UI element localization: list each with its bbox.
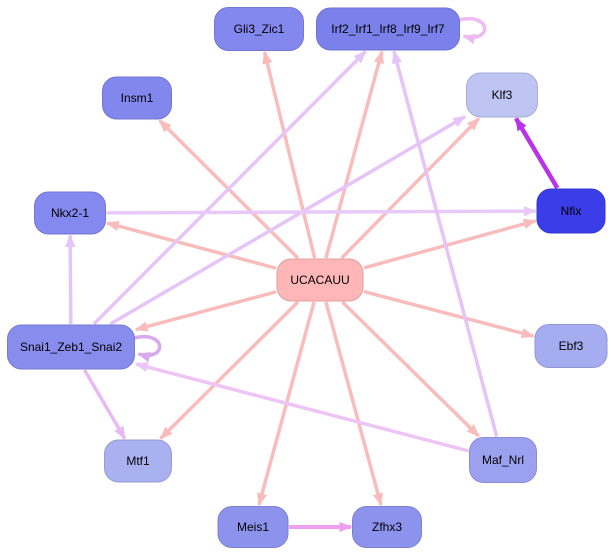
edge-nfix-to-klf3[interactable] [514, 117, 560, 190]
edge-irf-to-irf-self-loop[interactable] [458, 16, 487, 45]
node-nkx2_1[interactable]: Nkx2-1 [34, 191, 106, 235]
node-maf_nrl[interactable]: Maf_Nrl [469, 437, 537, 483]
node-ebf3[interactable]: Ebf3 [534, 324, 608, 368]
edge-ucacauu-to-nkx2_1[interactable] [105, 220, 277, 270]
node-shape-snai[interactable] [7, 324, 135, 370]
edge-ucacauu-to-irf[interactable] [324, 50, 384, 259]
edge-layer [65, 16, 560, 533]
edge-snai-to-klf3[interactable] [109, 115, 467, 326]
node-meis1[interactable]: Meis1 [217, 506, 289, 548]
edge-ucacauu-to-gli3_zic1[interactable] [262, 50, 317, 259]
edge-snai-to-mtf1[interactable] [83, 369, 127, 440]
edge-nkx2_1-to-nfix[interactable] [106, 205, 537, 217]
edge-maf_nrl-to-irf[interactable] [391, 50, 499, 437]
node-snai[interactable]: Snai1_Zeb1_Snai2 [7, 324, 135, 370]
edge-maf_nrl-to-snai[interactable] [134, 361, 469, 453]
node-shape-klf3[interactable] [466, 72, 538, 118]
node-shape-nfix[interactable] [536, 188, 606, 234]
node-shape-gli3_zic1[interactable] [214, 7, 304, 51]
node-shape-nkx2_1[interactable] [34, 191, 106, 235]
edge-ucacauu-to-nfix[interactable] [363, 218, 537, 270]
node-klf3[interactable]: Klf3 [466, 72, 538, 118]
node-shape-maf_nrl[interactable] [469, 437, 537, 483]
node-shape-zfhx3[interactable] [352, 506, 422, 548]
edge-ucacauu-to-snai[interactable] [134, 290, 277, 332]
node-gli3_zic1[interactable]: Gli3_Zic1 [214, 7, 304, 51]
node-ucacauu[interactable]: UCACAUU [276, 258, 364, 302]
node-shape-insm1[interactable] [102, 76, 172, 120]
node-shape-ucacauu[interactable] [276, 258, 364, 302]
node-shape-mtf1[interactable] [104, 439, 172, 483]
node-shape-ebf3[interactable] [534, 324, 608, 368]
edge-ucacauu-to-ebf3[interactable] [363, 289, 535, 339]
edge-ucacauu-to-klf3[interactable] [340, 117, 481, 260]
edge-snai-to-nkx2_1[interactable] [65, 234, 76, 325]
node-irf[interactable]: Irf2_Irf1_Irf8_Irf9_Irf7 [316, 7, 460, 51]
node-shape-meis1[interactable] [217, 506, 289, 548]
edge-snai-to-irf[interactable] [92, 50, 367, 326]
edge-ucacauu-to-maf_nrl[interactable] [341, 300, 480, 438]
edge-ucacauu-to-zfhx3[interactable] [324, 301, 383, 507]
edge-ucacauu-to-mtf1[interactable] [159, 300, 300, 440]
node-shape-irf[interactable] [316, 7, 460, 51]
node-insm1[interactable]: Insm1 [102, 76, 172, 120]
node-zfhx3[interactable]: Zfhx3 [352, 506, 422, 548]
node-nfix[interactable]: Nfix [536, 188, 606, 234]
node-mtf1[interactable]: Mtf1 [104, 439, 172, 483]
edge-snai-to-snai-self-loop[interactable] [133, 334, 162, 363]
